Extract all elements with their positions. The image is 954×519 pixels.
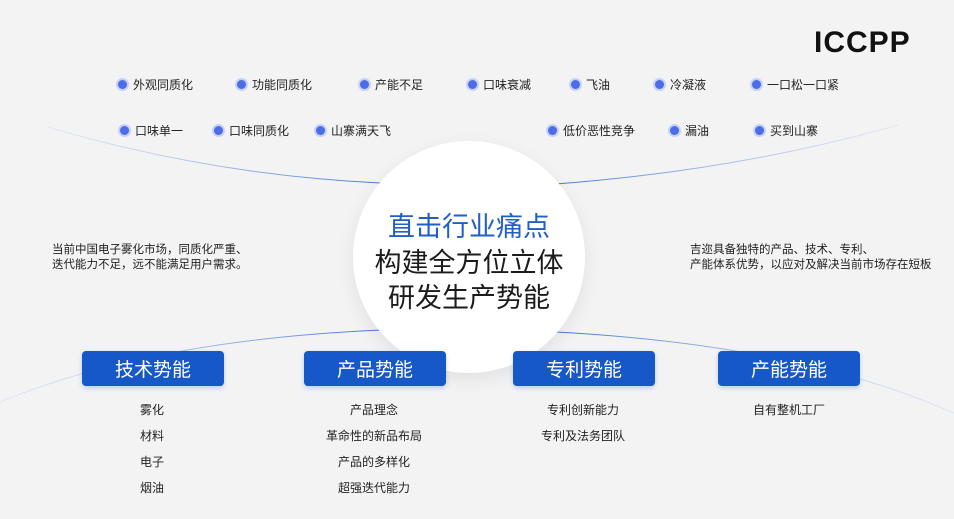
bullet-dot-icon bbox=[752, 80, 761, 89]
pain-point-tag: 飞油 bbox=[571, 76, 610, 93]
left-description-line: 当前中国电子雾化市场，同质化严重、 bbox=[52, 242, 248, 256]
tag-label: 产能不足 bbox=[375, 78, 424, 92]
center-circle: 直击行业痛点 构建全方位立体 研发生产势能 bbox=[353, 141, 585, 373]
tag-label: 一口松一口紧 bbox=[767, 78, 840, 92]
bullet-dot-icon bbox=[120, 126, 129, 135]
bullet-dot-icon bbox=[670, 126, 679, 135]
list-item: 产品的多样化 bbox=[337, 455, 410, 469]
pain-point-tag: 功能同质化 bbox=[237, 76, 312, 93]
bullet-dot-icon bbox=[214, 126, 223, 135]
bullet-dot-icon bbox=[118, 80, 127, 89]
pain-point-tag: 买到山寨 bbox=[755, 122, 818, 139]
left-description-line: 迭代能力不足，远不能满足用户需求。 bbox=[52, 257, 248, 271]
center-subheading: 研发生产势能 bbox=[388, 283, 550, 314]
pillar-title-capacity: 产能势能 bbox=[718, 351, 860, 386]
left-description: 当前中国电子雾化市场，同质化严重、 迭代能力不足，远不能满足用户需求。 bbox=[52, 242, 248, 272]
list-item: 电子 bbox=[139, 455, 164, 469]
pain-point-tag: 山寨满天飞 bbox=[316, 122, 391, 139]
center-subheading: 构建全方位立体 bbox=[374, 248, 564, 279]
tag-label: 山寨满天飞 bbox=[331, 124, 392, 138]
pain-point-tag: 低价恶性竞争 bbox=[548, 122, 635, 139]
pillar-list-technology: 雾化 材料 电子 烟油 bbox=[67, 402, 237, 506]
list-item: 雾化 bbox=[139, 403, 164, 417]
tag-label: 口味衰减 bbox=[483, 78, 532, 92]
center-heading: 直击行业痛点 bbox=[388, 212, 550, 243]
bullet-dot-icon bbox=[468, 80, 477, 89]
bullet-dot-icon bbox=[360, 80, 369, 89]
list-item: 材料 bbox=[139, 429, 164, 443]
bullet-dot-icon bbox=[571, 80, 580, 89]
pain-point-tag: 外观同质化 bbox=[118, 76, 193, 93]
list-item: 产品理念 bbox=[349, 403, 398, 417]
right-description: 吉迩具备独特的产品、技术、专利、 产能体系优势，以应对及解决当前市场存在短板 bbox=[690, 242, 932, 272]
tag-label: 飞油 bbox=[586, 78, 611, 92]
right-description-line: 产能体系优势，以应对及解决当前市场存在短板 bbox=[690, 257, 932, 271]
pillar-list-product: 产品理念 革命性的新品布局 产品的多样化 超强迭代能力 bbox=[289, 402, 459, 506]
list-item: 革命性的新品布局 bbox=[325, 429, 422, 443]
list-item: 超强迭代能力 bbox=[337, 481, 410, 495]
pillar-title-patent: 专利势能 bbox=[513, 351, 655, 386]
pain-point-tag: 口味衰减 bbox=[468, 76, 531, 93]
pillar-title-technology: 技术势能 bbox=[82, 351, 224, 386]
tag-label: 口味同质化 bbox=[229, 124, 290, 138]
tag-label: 功能同质化 bbox=[252, 78, 313, 92]
tag-label: 口味单一 bbox=[135, 124, 184, 138]
tag-label: 买到山寨 bbox=[770, 124, 819, 138]
pain-point-tag: 口味单一 bbox=[120, 122, 183, 139]
list-item: 烟油 bbox=[139, 481, 164, 495]
pain-point-tag: 产能不足 bbox=[360, 76, 423, 93]
tag-label: 漏油 bbox=[685, 124, 710, 138]
company-logo: ICCPP bbox=[814, 26, 911, 59]
right-description-line: 吉迩具备独特的产品、技术、专利、 bbox=[690, 242, 874, 256]
pain-point-tag: 冷凝液 bbox=[655, 76, 706, 93]
list-item: 专利创新能力 bbox=[546, 403, 619, 417]
list-item: 专利及法务团队 bbox=[540, 429, 625, 443]
bullet-dot-icon bbox=[755, 126, 764, 135]
pillar-list-patent: 专利创新能力 专利及法务团队 bbox=[498, 402, 668, 454]
tag-label: 冷凝液 bbox=[670, 78, 707, 92]
pain-point-tag: 一口松一口紧 bbox=[752, 76, 839, 93]
pain-point-tag: 漏油 bbox=[670, 122, 709, 139]
bullet-dot-icon bbox=[548, 126, 557, 135]
bullet-dot-icon bbox=[655, 80, 664, 89]
pillar-title-product: 产品势能 bbox=[304, 351, 446, 386]
tag-label: 外观同质化 bbox=[133, 78, 194, 92]
bullet-dot-icon bbox=[237, 80, 246, 89]
pain-point-tag: 口味同质化 bbox=[214, 122, 289, 139]
list-item: 自有整机工厂 bbox=[752, 403, 825, 417]
bullet-dot-icon bbox=[316, 126, 325, 135]
tag-label: 低价恶性竞争 bbox=[563, 124, 636, 138]
pillar-list-capacity: 自有整机工厂 bbox=[704, 402, 874, 428]
